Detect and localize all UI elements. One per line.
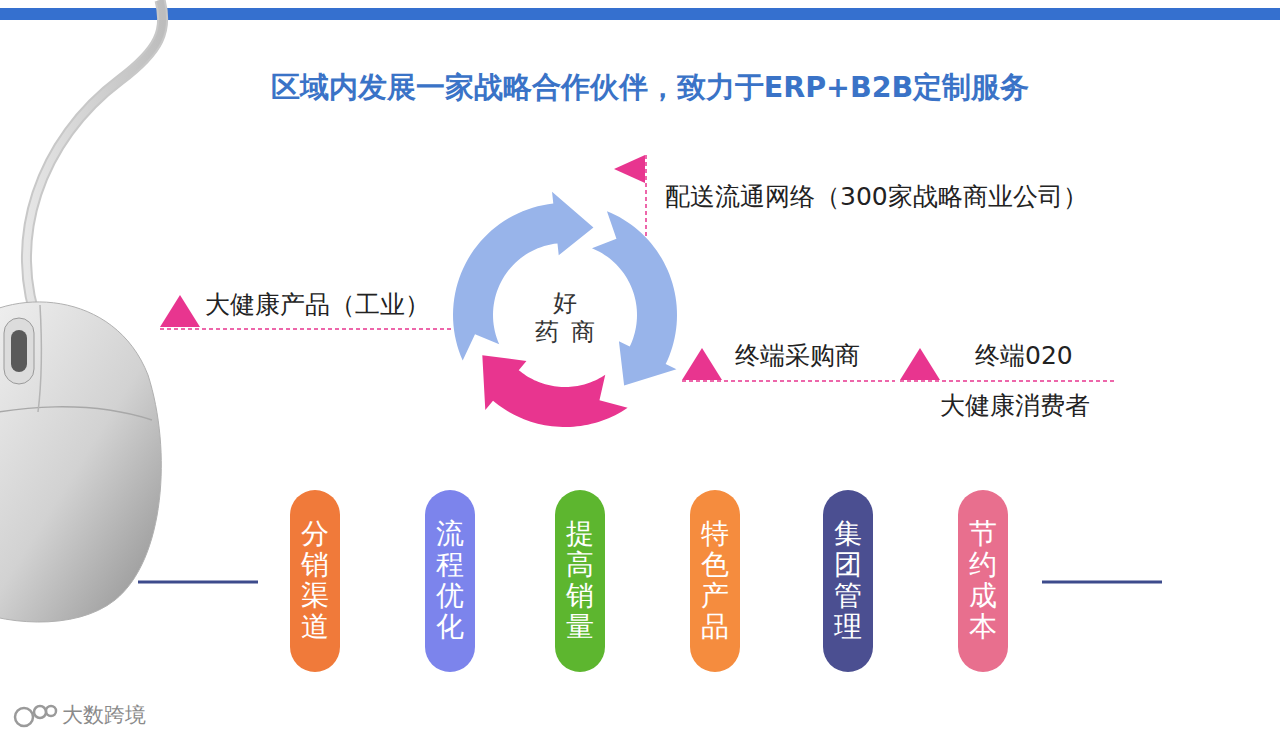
spacer	[579, 289, 597, 318]
dashed-leader	[900, 380, 1115, 382]
marker-label: 终端采购商	[735, 341, 860, 371]
marker-label: 终端020	[975, 341, 1073, 371]
feature-pill: 分销渠道	[290, 490, 340, 672]
flag-marker	[614, 155, 645, 183]
triangle-marker	[160, 295, 200, 327]
mouse-button-line	[0, 407, 152, 420]
feature-pill: 特色产品	[690, 490, 740, 672]
mouse-button-line	[38, 305, 41, 412]
cycle-arrow	[592, 211, 677, 385]
pill-text: 集团管理	[834, 519, 862, 642]
mouse-cable	[26, 0, 162, 330]
feature-pill: 提高销量	[555, 490, 605, 672]
pill-text: 节约成本	[969, 519, 997, 642]
title: 区域内发展一家战略合作伙伴，致力于ERP+B2B定制服务	[20, 71, 1280, 105]
top-bar	[0, 8, 1280, 20]
triangle-marker	[900, 348, 940, 380]
triangle-marker	[682, 348, 722, 380]
hub-label: 好 药 商	[533, 289, 597, 347]
pill-text: 分销渠道	[301, 519, 329, 642]
watermark-logo	[15, 706, 56, 726]
side-rule	[138, 581, 258, 584]
pill-text: 特色产品	[701, 519, 729, 642]
mouse-wheel	[11, 330, 27, 372]
dashed-leader	[645, 155, 647, 240]
spacer	[533, 289, 551, 318]
pill-text: 提高销量	[566, 519, 594, 642]
dashed-leader	[160, 328, 452, 330]
mouse-body	[0, 302, 161, 622]
pill-text: 流程优化	[436, 519, 464, 642]
dashed-leader	[682, 380, 895, 382]
marker-label: 大健康消费者	[940, 391, 1090, 421]
cycle-arrow	[482, 355, 627, 427]
side-rule	[1042, 581, 1162, 584]
marker-label: 大健康产品（工业）	[205, 290, 430, 320]
feature-pill: 流程优化	[425, 490, 475, 672]
mouse-cable	[26, 0, 162, 330]
feature-pill: 节约成本	[958, 490, 1008, 672]
mouse-wheel-well	[4, 318, 34, 384]
feature-pill: 集团管理	[823, 490, 873, 672]
watermark: 大数跨境	[62, 703, 146, 728]
hub-text: 好 药 商	[535, 289, 595, 346]
flag-label: 配送流通网络（300家战略商业公司）	[665, 182, 1088, 212]
cycle-arrows	[453, 192, 677, 427]
